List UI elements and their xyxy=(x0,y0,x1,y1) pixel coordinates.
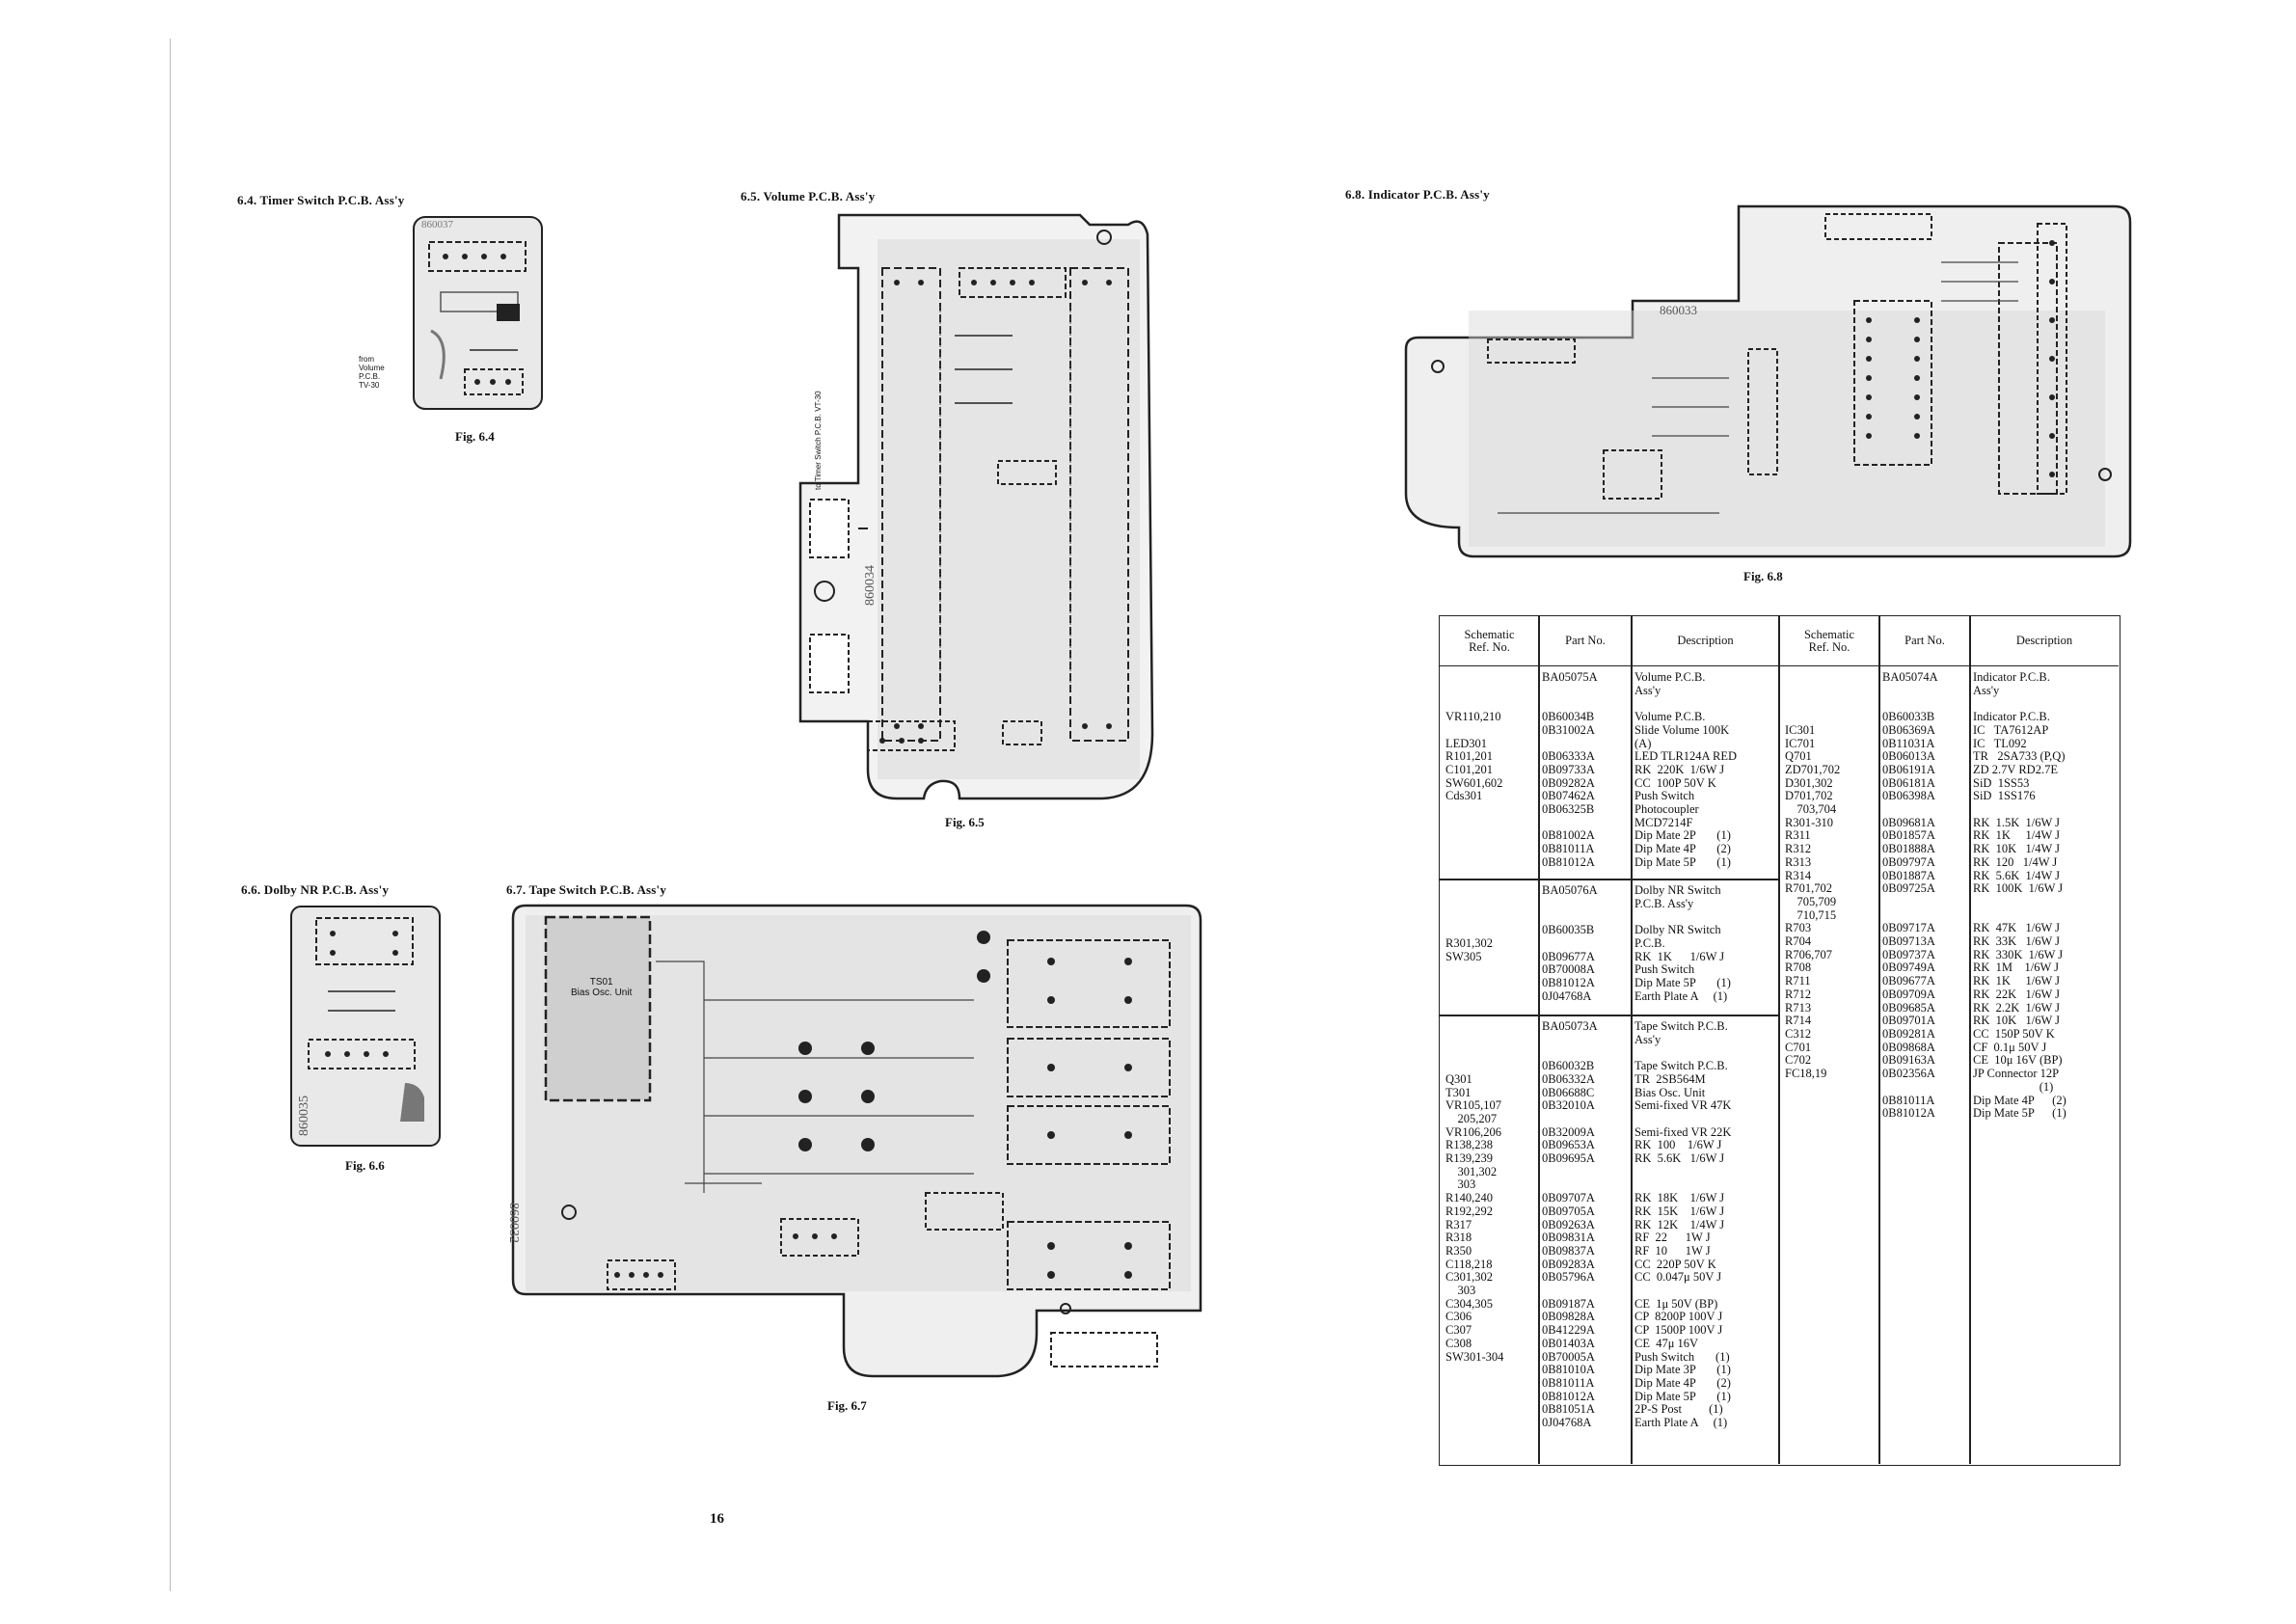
volume-group-part-nos: BA05075A 0B60034B 0B31002A 0B06333A 0B09… xyxy=(1542,670,1598,869)
dolby-group-part-nos: BA05076A 0B60035B 0B09677A 0B70008A 0B81… xyxy=(1542,883,1598,1003)
table-divider xyxy=(1631,616,1633,1464)
table-divider xyxy=(1778,616,1780,1464)
section-title-tape: 6.7. Tape Switch P.C.B. Ass'y xyxy=(506,882,667,897)
fig-6-4-caption: Fig. 6.4 xyxy=(455,429,495,444)
header-description-right: Description xyxy=(1970,616,2119,666)
section-title-dolby: 6.6. Dolby NR P.C.B. Ass'y xyxy=(241,882,390,897)
to-timer-label: to Timer Switch P.C.B. VT-30 xyxy=(814,391,823,490)
tape-group-part-nos: BA05073A 0B60032B 0B06332A 0B06688C 0B32… xyxy=(1542,1019,1598,1430)
page-number: 16 xyxy=(710,1511,724,1527)
tape-group-refs: Q301 T301 VR105,107 205,207 VR106,206 R1… xyxy=(1445,1071,1504,1364)
section-title-volume: 6.5. Volume P.C.B. Ass'y xyxy=(741,189,876,203)
header-part-no-right: Part No. xyxy=(1879,616,1970,666)
timer-switch-pcb-diagram: 860037 xyxy=(412,215,544,411)
header-description-left: Description xyxy=(1632,616,1779,666)
parts-list-table: Schematic Ref. No. Part No. Description … xyxy=(1439,615,2120,1466)
fig-6-6-caption: Fig. 6.6 xyxy=(345,1158,385,1173)
binding-margin-line xyxy=(170,39,171,1591)
group-separator xyxy=(1440,1015,1779,1016)
fig-6-8-caption: Fig. 6.8 xyxy=(1743,569,1783,583)
volume-group-refs: VR110,210 LED301 R101,201 C101,201 SW601… xyxy=(1445,710,1503,803)
indicator-group-descriptions: Indicator P.C.B. Ass'y Indicator P.C.B. … xyxy=(1973,670,2066,1121)
indicator-pcb-diagram: 860033 xyxy=(1401,204,2132,559)
table-divider xyxy=(1878,616,1880,1464)
header-schematic-ref-left: Schematic Ref. No. xyxy=(1440,616,1539,666)
indicator-group-part-nos: BA05074A 0B60033B 0B06369A 0B11031A 0B06… xyxy=(1882,670,1938,1121)
group-separator xyxy=(1440,879,1779,880)
tape-board-code: 860032 xyxy=(506,1203,521,1243)
dolby-nr-pcb-diagram: 860035 xyxy=(289,905,442,1148)
dolby-group-descriptions: Dolby NR Switch P.C.B. Ass'y Dolby NR Sw… xyxy=(1634,883,1731,1003)
section-title-indicator: 6.8. Indicator P.C.B. Ass'y xyxy=(1345,187,1490,202)
bias-osc-unit-label: TS01 Bias Osc. Unit xyxy=(571,977,633,998)
header-part-no-left: Part No. xyxy=(1539,616,1632,666)
fig-6-7-caption: Fig. 6.7 xyxy=(827,1398,867,1413)
indicator-group-refs: IC301 IC701 Q701 ZD701,702 D301,302 D701… xyxy=(1785,722,1841,1081)
from-volume-label: from Volume P.C.B. TV-30 xyxy=(359,355,385,390)
dolby-board-code: 860035 xyxy=(297,1096,311,1136)
indicator-board-code: 860033 xyxy=(1660,303,1697,317)
table-divider xyxy=(1538,616,1540,1464)
volume-group-descriptions: Volume P.C.B. Ass'y Volume P.C.B. Slide … xyxy=(1634,670,1738,869)
tape-switch-pcb-diagram: TS01 Bias Osc. Unit 860032 xyxy=(506,904,1202,1384)
dolby-group-refs: R301,302 SW305 xyxy=(1445,935,1493,963)
tape-group-descriptions: Tape Switch P.C.B. Ass'y Tape Switch P.C… xyxy=(1634,1019,1732,1430)
section-title-timer: 6.4. Timer Switch P.C.B. Ass'y xyxy=(237,193,405,207)
volume-pcb-diagram: 860034 to Timer Switch P.C.B. VT-30 xyxy=(762,210,1167,808)
timer-board-code: 860037 xyxy=(421,219,453,230)
table-divider xyxy=(1969,616,1971,1464)
fig-6-5-caption: Fig. 6.5 xyxy=(945,815,985,829)
volume-board-code: 860034 xyxy=(863,565,878,606)
header-schematic-ref-right: Schematic Ref. No. xyxy=(1779,616,1879,666)
